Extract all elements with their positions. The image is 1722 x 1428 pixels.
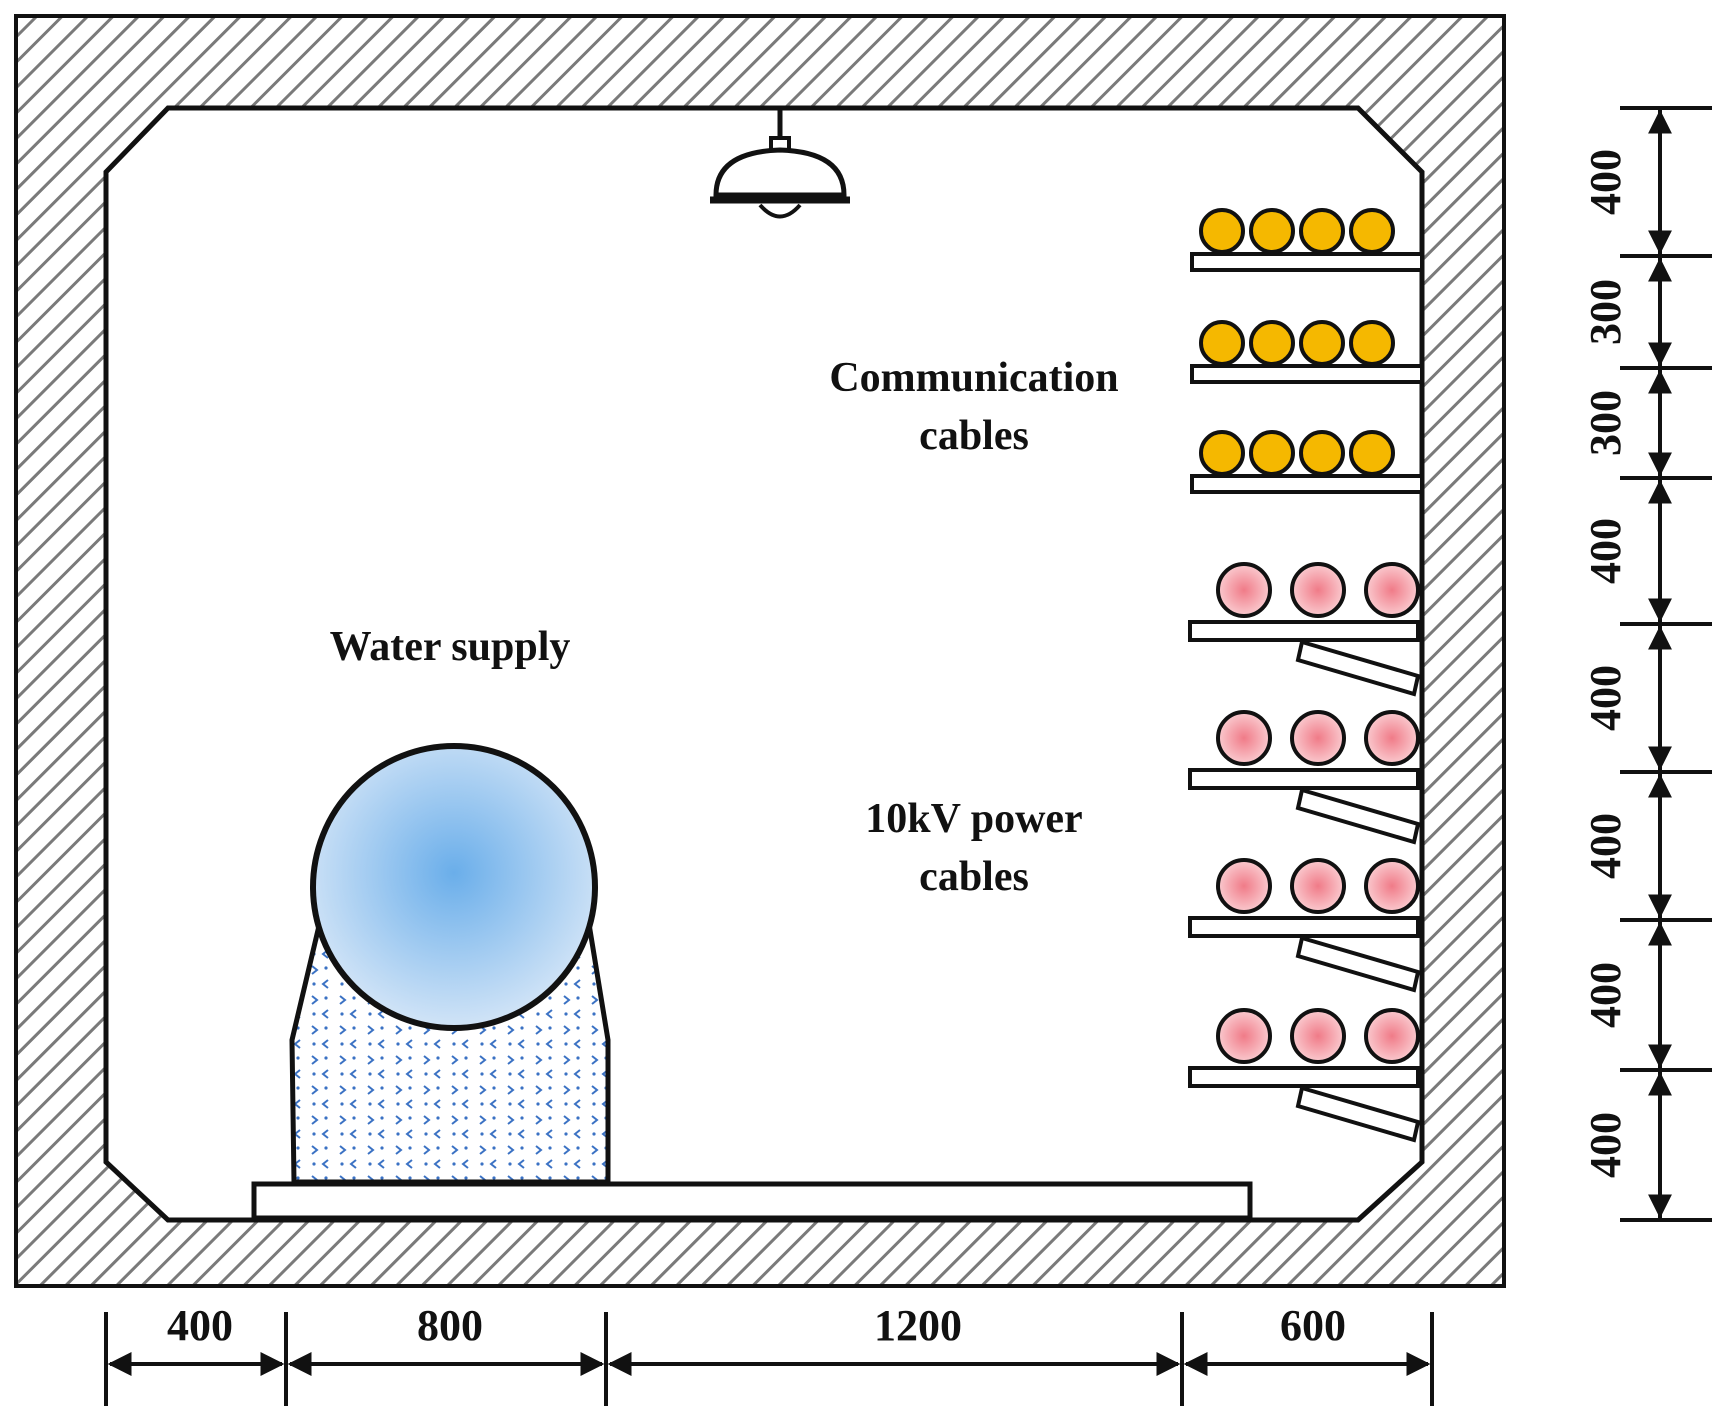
power-cable <box>1290 1008 1346 1064</box>
power-cable <box>1290 710 1346 766</box>
communication-label-line2: cables <box>919 413 1029 459</box>
v-dim-4: 400 <box>1581 518 1630 584</box>
power-label-line1: 10kV power <box>865 796 1082 842</box>
v-dim-7: 400 <box>1581 962 1630 1028</box>
power-cable <box>1216 1008 1272 1064</box>
communication-cable <box>1299 208 1345 254</box>
communication-label-line1: Communication <box>829 355 1118 401</box>
water-supply-pipe <box>289 743 611 1185</box>
power-cable <box>1216 858 1272 914</box>
h-dim-1: 400 <box>167 1301 233 1350</box>
v-dim-3: 300 <box>1581 390 1630 456</box>
communication-tray-shelf <box>1190 364 1424 384</box>
v-dim-8: 400 <box>1581 1112 1630 1178</box>
communication-cable <box>1199 320 1245 366</box>
power-cable <box>1364 562 1420 618</box>
power-tray-shelf <box>1188 1066 1420 1088</box>
h-dim-3: 1200 <box>874 1301 962 1350</box>
power-tray-shelf <box>1188 916 1420 938</box>
power-tray-shelf <box>1188 620 1420 642</box>
communication-cable <box>1249 430 1295 476</box>
vertical-dimensions: 400 300 300 400 400 400 400 400 <box>1581 106 1712 1222</box>
base-slab <box>251 1181 1253 1221</box>
power-tray-bracket <box>1295 787 1421 845</box>
power-cable <box>1364 858 1420 914</box>
communication-cable <box>1299 430 1345 476</box>
power-cable <box>1216 710 1272 766</box>
v-dim-6: 400 <box>1581 813 1630 879</box>
power-label-line2: cables <box>919 854 1029 900</box>
power-tray-bracket <box>1295 1085 1421 1143</box>
communication-cable <box>1349 430 1395 476</box>
water-supply-label: Water supply <box>330 624 571 670</box>
power-tray-shelf <box>1188 768 1420 790</box>
power-tray-bracket <box>1295 935 1421 993</box>
v-dim-1: 400 <box>1581 149 1630 215</box>
v-dim-2: 300 <box>1581 279 1630 345</box>
power-cable <box>1364 710 1420 766</box>
power-tray-bracket <box>1295 639 1421 697</box>
communication-cable-trays <box>1190 208 1424 494</box>
h-dim-2: 800 <box>417 1301 483 1350</box>
communication-cable <box>1299 320 1345 366</box>
communication-cable <box>1349 208 1395 254</box>
power-cable <box>1216 562 1272 618</box>
v-dim-5: 400 <box>1581 665 1630 731</box>
communication-cable <box>1199 208 1245 254</box>
pipe-circle <box>310 743 598 1031</box>
power-cable-trays <box>1188 562 1421 1143</box>
communication-cable <box>1349 320 1395 366</box>
communication-tray-shelf <box>1190 474 1424 494</box>
power-cable <box>1290 562 1346 618</box>
ceiling-lamp-icon <box>710 108 850 219</box>
power-cable <box>1290 858 1346 914</box>
horizontal-dimensions: 400 800 1200 600 <box>104 1301 1434 1406</box>
communication-cable <box>1249 320 1295 366</box>
h-dim-4: 600 <box>1280 1301 1346 1350</box>
power-cable <box>1364 1008 1420 1064</box>
communication-tray-shelf <box>1190 252 1424 272</box>
communication-cable <box>1249 208 1295 254</box>
communication-cable <box>1199 430 1245 476</box>
